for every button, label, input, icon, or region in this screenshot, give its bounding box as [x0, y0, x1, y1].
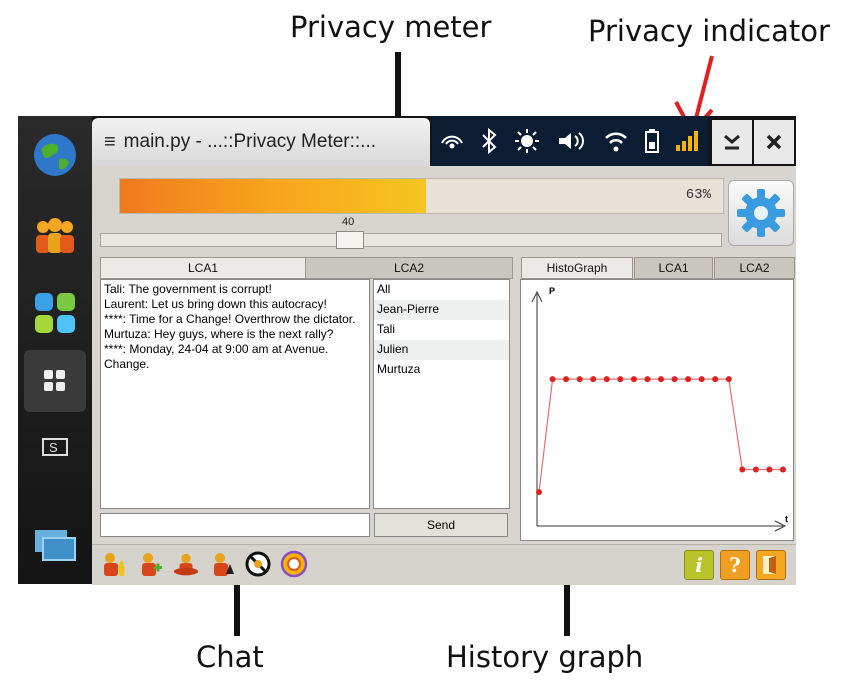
- chat-message: ****: Time for a Change! Overthrow the d…: [104, 312, 356, 326]
- chat-message: Laurent: Let us bring down this autocrac…: [104, 297, 327, 311]
- history-graph: P t: [531, 286, 788, 532]
- data-point: [685, 376, 692, 383]
- menu-icon[interactable]: ≡: [104, 130, 116, 153]
- status-area[interactable]: [432, 116, 708, 166]
- series-line: [538, 378, 783, 493]
- series-points: [536, 376, 786, 496]
- data-point: [712, 376, 719, 383]
- chat-tab-lca1[interactable]: LCA1: [100, 257, 306, 279]
- privacy-meter-percent: 63%: [685, 187, 711, 203]
- chat-message: Tali: The government is corrupt!: [104, 282, 272, 296]
- no-entry-icon[interactable]: [244, 550, 272, 578]
- send-button[interactable]: Send: [374, 513, 508, 537]
- close-icon: [766, 134, 782, 150]
- bluetooth-icon: [482, 128, 497, 154]
- callout-privacy-meter: Privacy meter: [290, 10, 492, 44]
- threshold-slider[interactable]: [100, 231, 722, 249]
- history-graph-panel: P t: [520, 279, 794, 541]
- data-point: [549, 376, 556, 383]
- window-tab[interactable]: ≡ main.py - ...::Privacy Meter::...: [92, 118, 430, 166]
- chat-message: ****: Monday, 24-04 at 9:00 am at Avenue…: [104, 342, 329, 371]
- graph-tab-histograph[interactable]: HistoGraph: [521, 257, 633, 279]
- minimize-button[interactable]: [712, 120, 752, 164]
- user-item[interactable]: Julien: [374, 340, 509, 360]
- launcher-bar: S: [18, 116, 92, 584]
- user-item[interactable]: Murtuza: [377, 362, 421, 376]
- battery-icon: [644, 129, 659, 153]
- target-icon[interactable]: [280, 550, 308, 578]
- user-item[interactable]: Tali: [377, 322, 396, 336]
- privacy-signal-icon: [676, 131, 699, 151]
- info-button[interactable]: i: [684, 550, 714, 580]
- wifi-icon: [604, 132, 627, 152]
- privacy-meter-bar: 63%: [119, 178, 724, 214]
- data-point: [617, 376, 624, 383]
- dashboard-icon[interactable]: [24, 350, 86, 412]
- chat-message: Murtuza: Hey guys, where is the next ral…: [104, 327, 334, 341]
- data-point: [563, 376, 570, 383]
- svg-text:S: S: [49, 440, 58, 455]
- data-point: [603, 376, 610, 383]
- chevron-down-bar-icon: [724, 134, 740, 150]
- chat-tab-lca2[interactable]: LCA2: [305, 257, 513, 279]
- data-point: [658, 376, 664, 383]
- data-point: [698, 376, 705, 383]
- data-point: [536, 489, 542, 496]
- exit-button[interactable]: [756, 550, 786, 580]
- user-item[interactable]: All: [377, 282, 391, 296]
- graph-tab-lca1[interactable]: LCA1: [634, 257, 713, 279]
- user-add-icon[interactable]: [136, 550, 164, 578]
- slider-value-label: 40: [342, 216, 355, 228]
- data-point: [725, 376, 732, 383]
- data-point: [644, 376, 651, 383]
- contacts-icon[interactable]: [24, 204, 86, 266]
- message-input[interactable]: [100, 513, 370, 537]
- data-point: [630, 376, 637, 383]
- graph-tab-lca2[interactable]: LCA2: [714, 257, 795, 279]
- axes: [531, 290, 787, 532]
- user-list[interactable]: All Jean-Pierre Tali Julien Murtuza: [373, 279, 510, 509]
- gear-icon: [737, 189, 785, 237]
- user-fire-icon[interactable]: [100, 550, 128, 578]
- switcher-icon[interactable]: S: [24, 416, 86, 478]
- data-point: [671, 376, 678, 383]
- data-point: [752, 466, 759, 473]
- x-axis-label: t: [785, 514, 788, 524]
- hotspot-icon: [441, 135, 464, 149]
- data-point: [576, 376, 583, 383]
- windows-icon[interactable]: [24, 514, 86, 576]
- chat-log[interactable]: Tali: The government is corrupt! Laurent…: [100, 279, 370, 509]
- brightness-icon: [515, 129, 540, 153]
- bottom-toolbar: [92, 544, 796, 585]
- settings-button[interactable]: [728, 180, 794, 246]
- window-title: main.py - ...::Privacy Meter::...: [123, 131, 377, 152]
- data-point: [766, 466, 773, 473]
- data-point: [739, 466, 746, 473]
- globe-icon[interactable]: [24, 124, 86, 186]
- help-button[interactable]: ?: [720, 550, 750, 580]
- exit-icon: [763, 556, 776, 574]
- user-remove-icon[interactable]: [172, 550, 200, 578]
- callout-privacy-indicator: Privacy indicator: [588, 14, 830, 48]
- data-point: [780, 466, 786, 473]
- slider-handle[interactable]: [336, 231, 364, 249]
- apps-icon[interactable]: [24, 282, 86, 344]
- user-block-icon[interactable]: [208, 550, 236, 578]
- callout-chat: Chat: [196, 640, 264, 674]
- privacy-meter-fill: [120, 179, 426, 213]
- close-button[interactable]: [754, 120, 794, 164]
- volume-icon: [558, 132, 584, 150]
- y-axis-label: P: [549, 286, 555, 296]
- data-point: [590, 376, 597, 383]
- privacy-indicator-arrow: [692, 55, 714, 127]
- callout-history-graph: History graph: [446, 640, 644, 674]
- user-item[interactable]: Jean-Pierre: [374, 300, 509, 320]
